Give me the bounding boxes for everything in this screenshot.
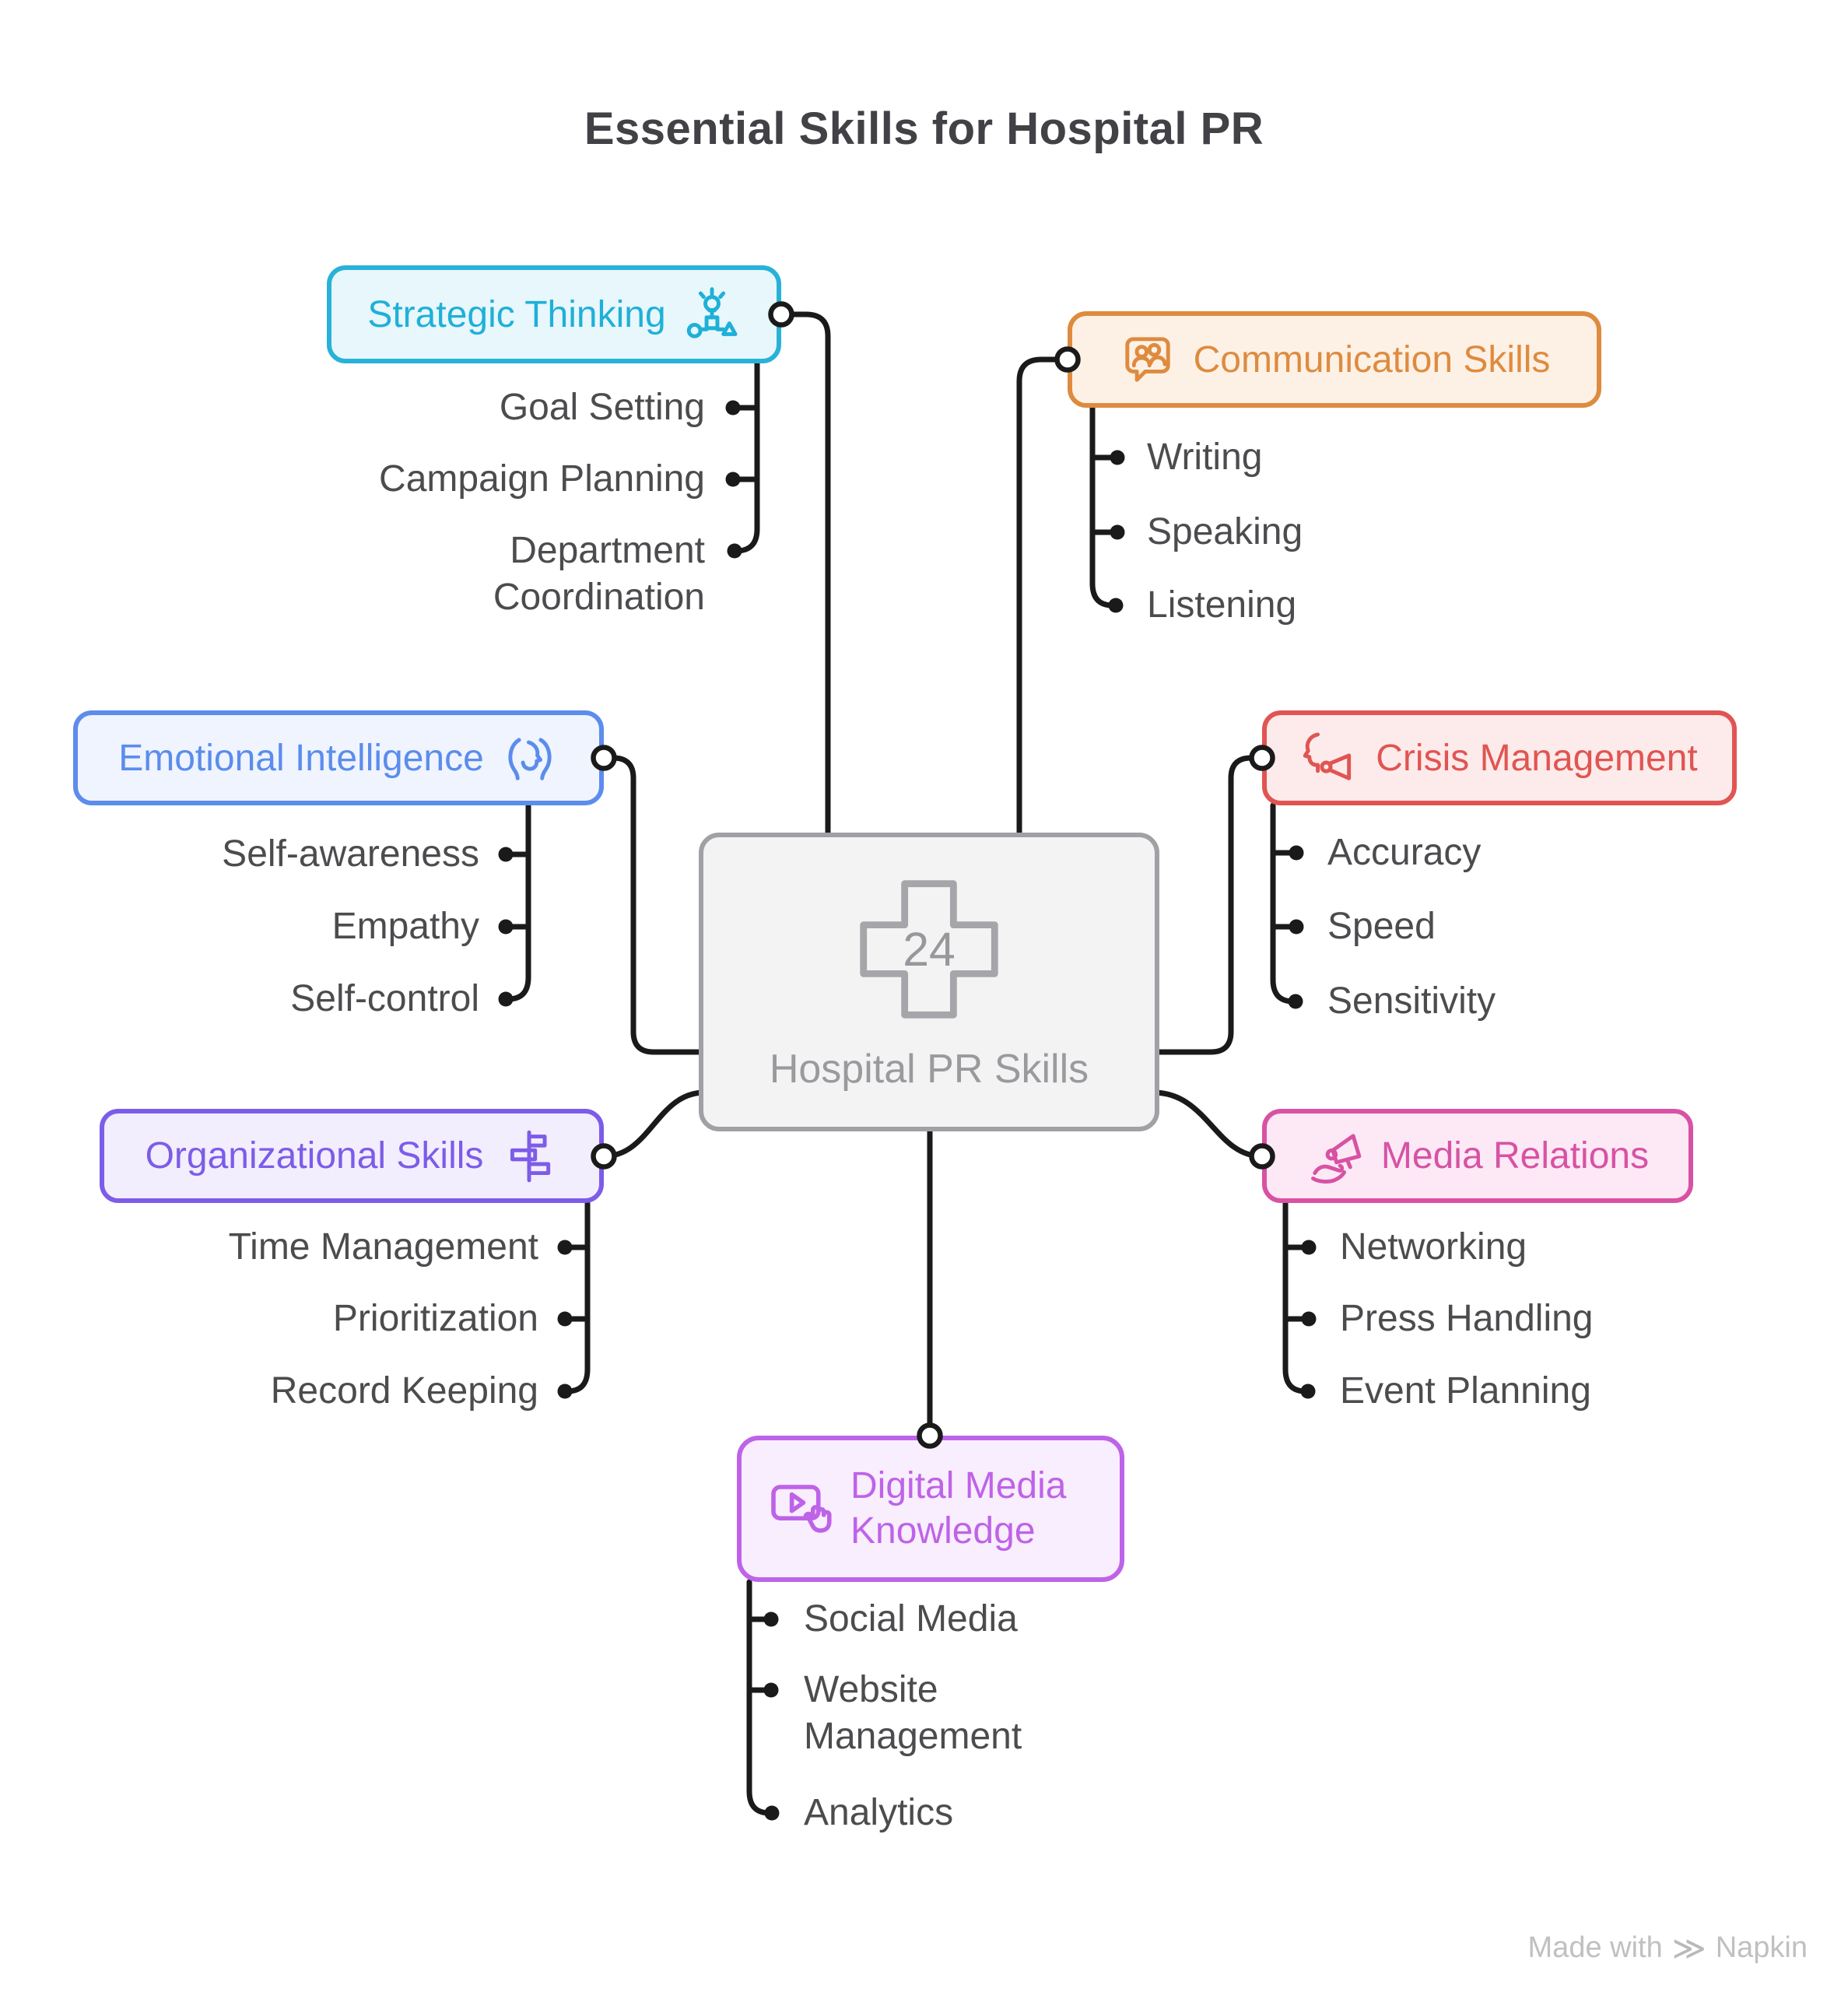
two-heads-icon [501,729,559,787]
branch-organizational-skills: Organizational Skills [100,1109,604,1203]
hand-megaphone-icon [1306,1128,1364,1185]
branch-label: Emotional Intelligence [118,737,484,779]
subitem-prioritization: Prioritization [332,1298,538,1339]
branch-strategic-thinking: Strategic Thinking [327,265,781,363]
medical-cross-icon: 24 [860,880,998,1019]
subitem-website-management: Website Management [804,1669,1022,1757]
subitem-self-control: Self-control [290,978,479,1019]
branch-emotional-intelligence: Emotional Intelligence [73,710,604,805]
center-label: Hospital PR Skills [769,1047,1089,1092]
branch-label: Communication Skills [1193,338,1551,381]
subitem-self-awareness: Self-awareness [222,833,479,875]
watermark-brand: Napkin [1715,1931,1808,1964]
center-badge: 24 [903,923,956,976]
branch-media-relations: Media Relations [1262,1109,1693,1203]
branch-label: Media Relations [1380,1135,1650,1177]
subitem-record-keeping: Record Keeping [270,1370,538,1412]
central-node: 24 Hospital PR Skills [699,833,1159,1131]
subitem-writing: Writing [1147,437,1263,478]
speaking-head-megaphone-icon [1301,729,1359,787]
subitem-social-media: Social Media [804,1598,1018,1640]
branch-communication-skills: Communication Skills [1068,311,1601,408]
subitem-networking: Networking [1340,1226,1527,1268]
subitem-listening: Listening [1147,584,1297,626]
video-hand-icon [768,1476,833,1541]
page-title: Essential Skills for Hospital PR [584,103,1264,154]
subitem-speed: Speed [1327,906,1436,947]
subitem-goal-setting: Goal Setting [499,387,705,428]
watermark-prefix: Made with [1527,1931,1663,1964]
subitem-empathy: Empathy [331,906,479,947]
watermark: Made with ≫ Napkin [1528,1931,1808,1965]
subitem-sensitivity: Sensitivity [1327,980,1496,1022]
subitem-press-handling: Press Handling [1340,1298,1594,1339]
subitem-analytics: Analytics [804,1792,954,1833]
subitem-campaign-planning: Campaign Planning [379,458,705,500]
branch-digital-media-knowledge: Digital Media Knowledge [737,1436,1124,1582]
branch-label: Crisis Management [1376,737,1698,779]
napkin-logo-icon: ≫ [1671,1929,1706,1966]
subitem-department-coordination: Department Coordination [493,530,705,618]
branch-crisis-management: Crisis Management [1262,710,1737,805]
people-chat-icon [1119,331,1176,388]
subitem-event-planning: Event Planning [1340,1370,1591,1412]
subitem-accuracy: Accuracy [1327,832,1482,873]
branch-label: Organizational Skills [145,1135,484,1177]
branch-label: Strategic Thinking [367,293,666,335]
strategy-idea-icon [683,286,741,343]
gantt-chart-icon [500,1128,558,1185]
subitem-speaking: Speaking [1147,511,1303,552]
branch-label: Digital Media Knowledge [850,1465,1067,1552]
subitem-time-management: Time Management [228,1226,538,1268]
